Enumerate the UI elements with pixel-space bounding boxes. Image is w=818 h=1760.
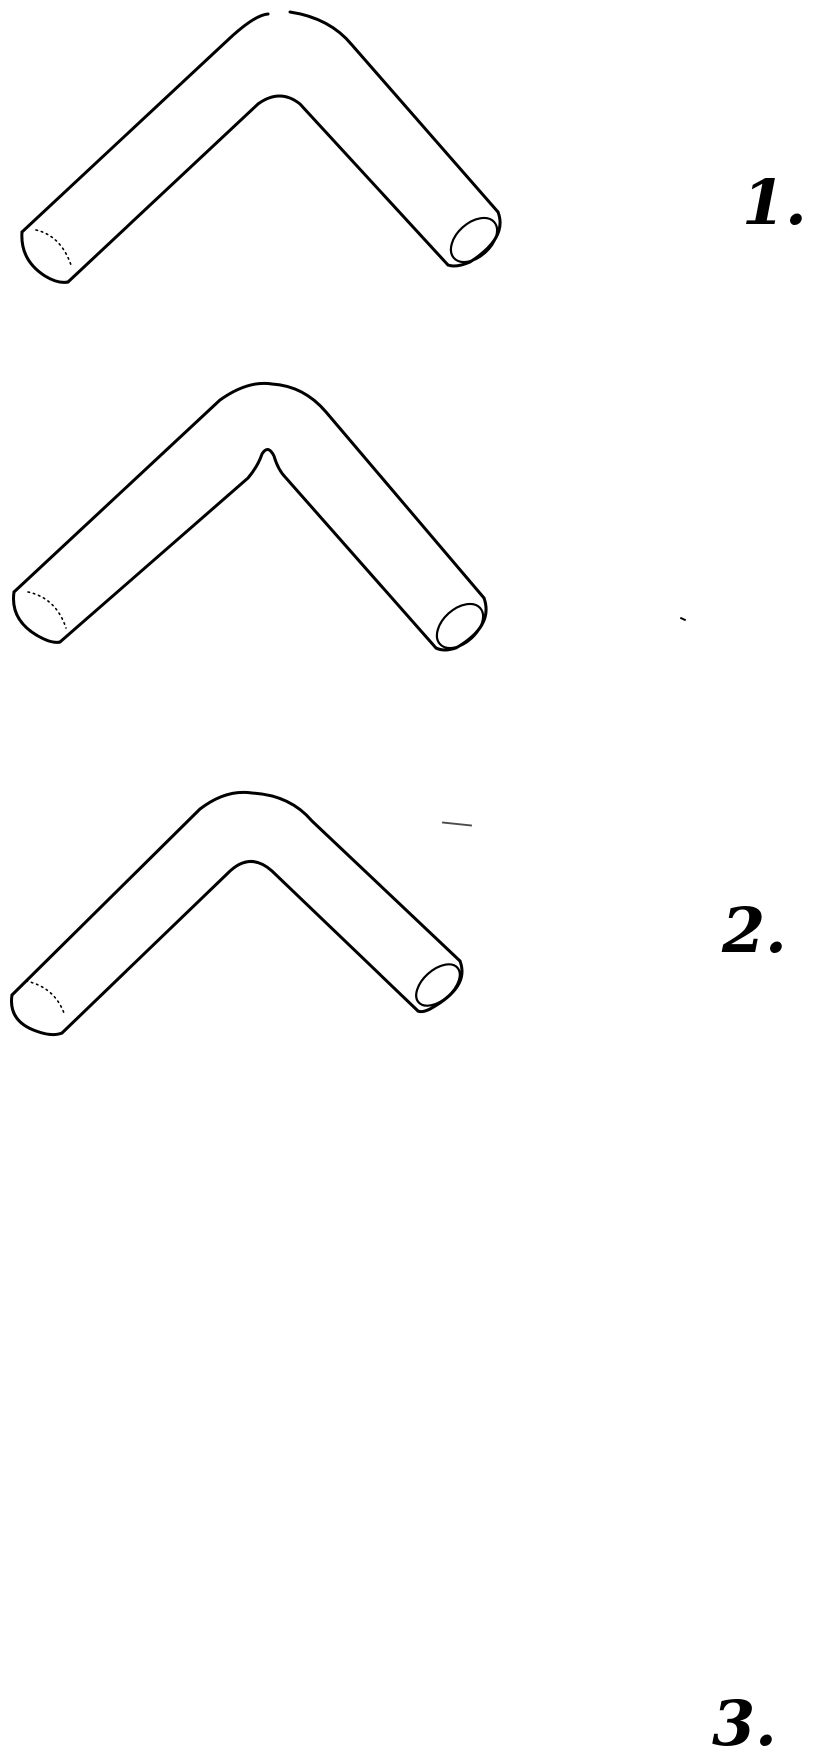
bent-tube-figure-3: 3. xyxy=(0,775,818,1755)
figure-label-1: 1. xyxy=(742,166,807,239)
figure-label-2: 2. xyxy=(722,894,787,967)
bent-tube-drawing-1 xyxy=(20,10,502,284)
bent-tube-drawing-3 xyxy=(10,790,464,1037)
bent-tube-drawing-2 xyxy=(12,381,488,652)
figure-label-3: 3. xyxy=(712,1687,777,1760)
bent-tube-figure-1: 1. xyxy=(0,0,818,340)
bent-tube-figure-2: 2. xyxy=(0,370,818,962)
